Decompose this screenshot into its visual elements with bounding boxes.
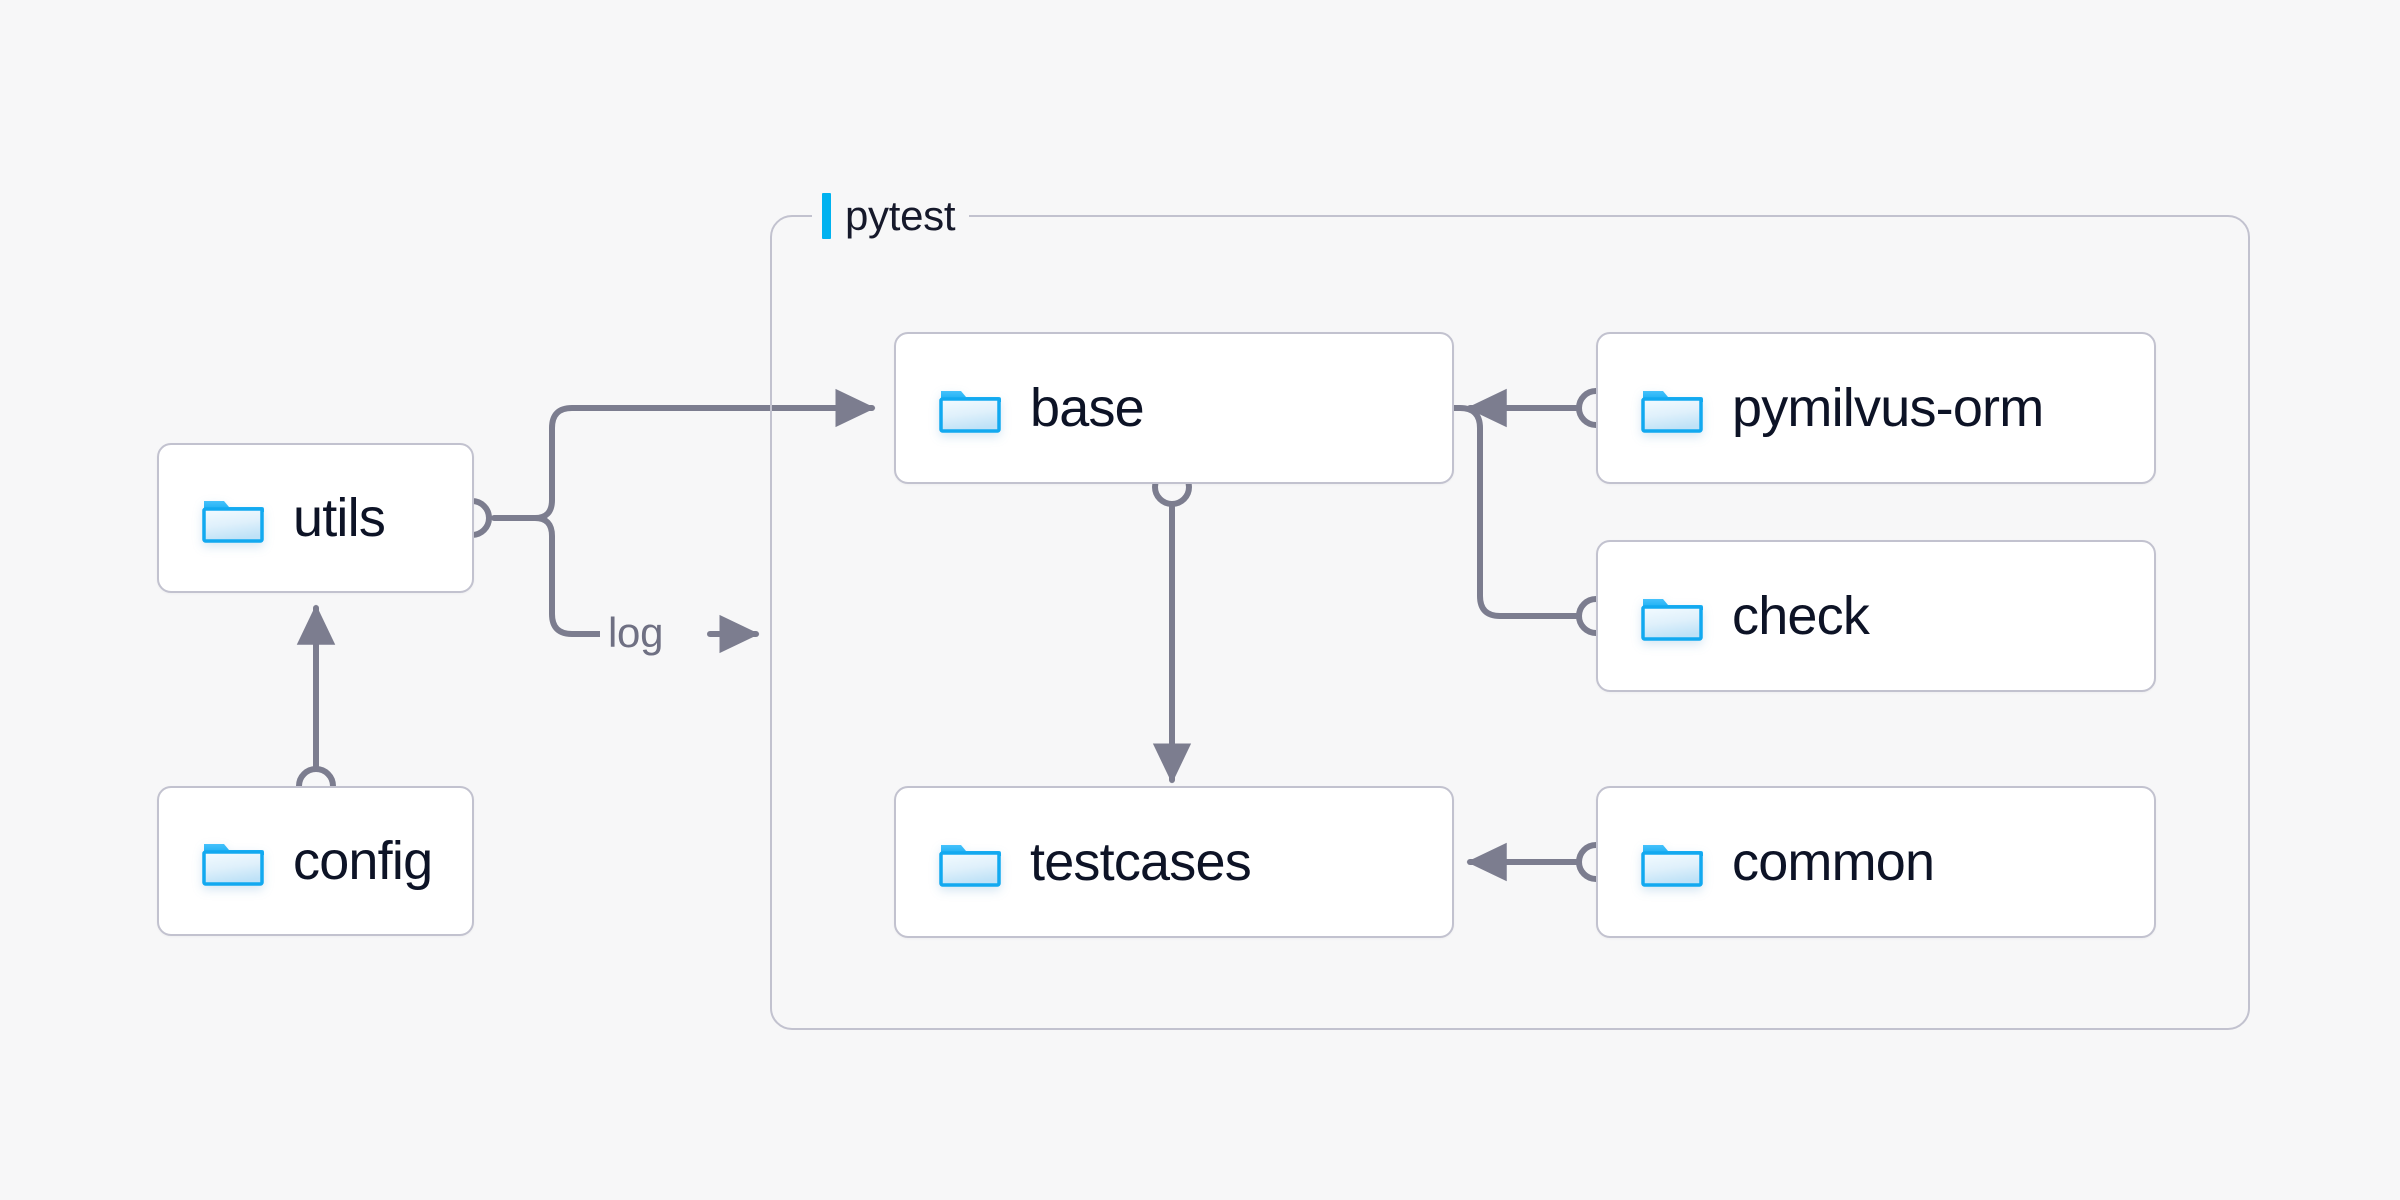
node-pymilvus-orm-label: pymilvus-orm xyxy=(1732,378,2044,438)
node-common[interactable]: common xyxy=(1596,786,2156,938)
edge-check-to-base xyxy=(1451,405,1581,619)
node-common-label: common xyxy=(1732,832,1935,892)
folder-icon xyxy=(939,391,1001,433)
node-check[interactable]: check xyxy=(1596,540,2156,692)
edge-utils-to-base xyxy=(532,388,876,521)
node-config-label: config xyxy=(293,831,433,891)
group-pytest-label-text: pytest xyxy=(845,192,956,239)
folder-icon xyxy=(1641,599,1703,641)
node-check-label: check xyxy=(1732,586,1870,646)
node-base-label: base xyxy=(1030,378,1145,438)
folder-icon xyxy=(202,501,264,543)
node-pymilvus-orm[interactable]: pymilvus-orm xyxy=(1596,332,2156,484)
node-base[interactable]: base xyxy=(894,332,1454,484)
node-utils[interactable]: utils xyxy=(157,443,474,593)
node-config[interactable]: config xyxy=(157,786,474,936)
node-utils-label: utils xyxy=(293,488,386,548)
group-accent-bar xyxy=(822,193,831,239)
group-pytest-label: pytest xyxy=(812,188,970,244)
folder-icon xyxy=(202,844,264,886)
edge-label-log: log xyxy=(600,612,672,654)
node-testcases[interactable]: testcases xyxy=(894,786,1454,938)
node-testcases-label: testcases xyxy=(1030,832,1252,892)
folder-icon xyxy=(1641,391,1703,433)
folder-icon xyxy=(939,845,1001,887)
edge-utils-to-pytest-log xyxy=(532,515,603,637)
folder-icon xyxy=(1641,845,1703,887)
group-pytest[interactable] xyxy=(770,215,2250,1030)
